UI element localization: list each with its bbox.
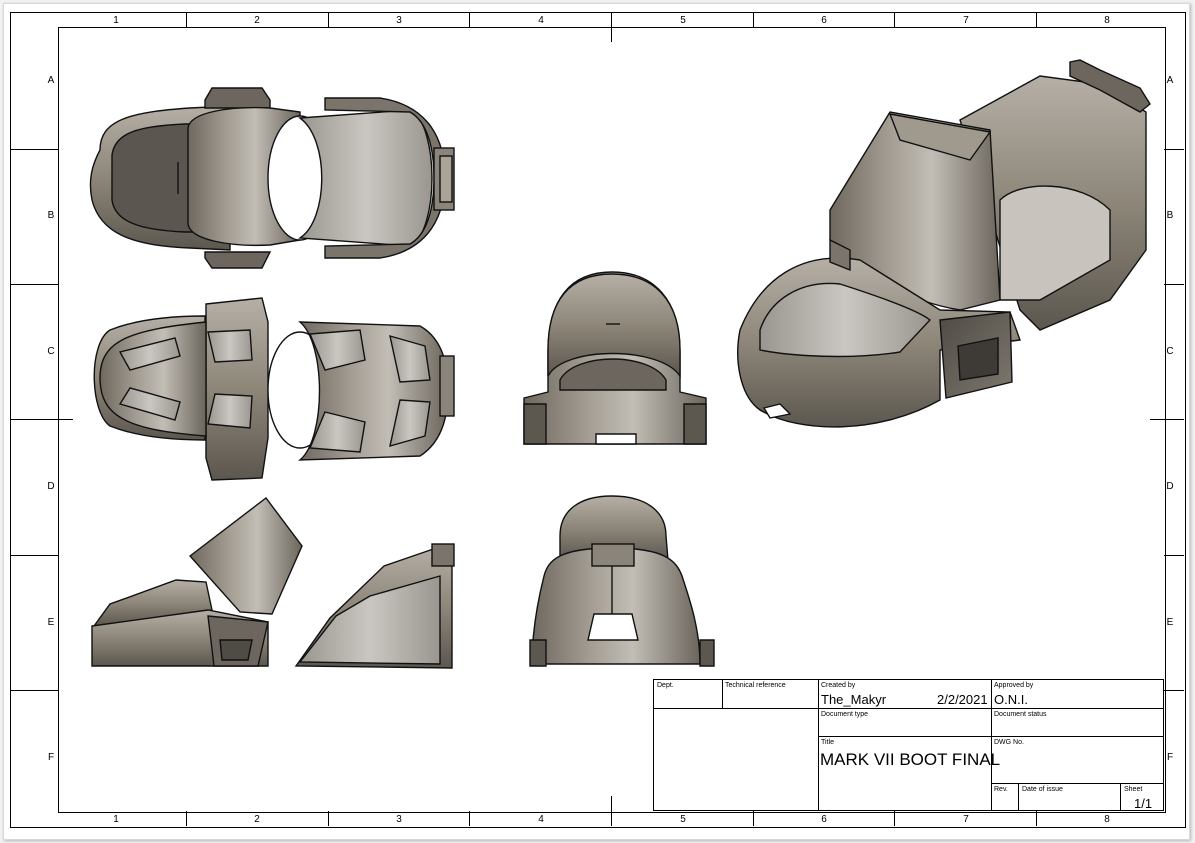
inner-frame bbox=[58, 27, 1166, 813]
dwg-no-label: DWG No. bbox=[994, 739, 1024, 746]
zone-row-e-right: E bbox=[1166, 617, 1174, 628]
zone-col-4-bottom: 4 bbox=[538, 814, 544, 825]
zone-tick bbox=[611, 796, 612, 826]
bottom-view bbox=[93, 297, 455, 481]
zone-row-d-right: D bbox=[1166, 481, 1174, 492]
zone-tick bbox=[186, 12, 187, 27]
zone-tick bbox=[328, 12, 329, 27]
zone-tick bbox=[10, 419, 73, 420]
zone-row-a-right: A bbox=[1166, 75, 1174, 86]
zone-tick bbox=[753, 12, 754, 27]
dept-label: Dept. bbox=[657, 682, 674, 689]
zone-col-7-bottom: 7 bbox=[963, 814, 969, 825]
zone-col-2-bottom: 2 bbox=[254, 814, 260, 825]
zone-row-f-left: F bbox=[47, 752, 55, 763]
zone-col-5-top: 5 bbox=[680, 15, 686, 26]
zone-tick bbox=[10, 555, 58, 556]
zone-col-8-bottom: 8 bbox=[1104, 814, 1110, 825]
rev-label: Rev. bbox=[994, 786, 1008, 793]
zone-col-1-bottom: 1 bbox=[113, 814, 119, 825]
created-by-label: Created by bbox=[821, 682, 856, 689]
zone-tick bbox=[10, 149, 58, 150]
title-block-divider bbox=[818, 680, 819, 811]
zone-col-1-top: 1 bbox=[113, 15, 119, 26]
date-of-issue-label: Date of issue bbox=[1022, 786, 1063, 793]
drawing-title: MARK VII BOOT FINAL bbox=[820, 750, 1001, 769]
zone-col-6-bottom: 6 bbox=[821, 814, 827, 825]
title-block-divider bbox=[1018, 783, 1019, 811]
title-label: Title bbox=[821, 739, 834, 746]
zone-tick bbox=[1164, 690, 1184, 691]
zone-tick bbox=[328, 811, 329, 826]
title-block: Dept. Technical reference Created by The… bbox=[653, 679, 1164, 811]
zone-row-b-right: B bbox=[1166, 210, 1174, 221]
zone-col-3-top: 3 bbox=[396, 15, 402, 26]
zone-tick bbox=[186, 811, 187, 826]
top-view bbox=[89, 87, 455, 269]
back-view bbox=[529, 495, 715, 667]
title-block-divider bbox=[722, 680, 723, 708]
front-view bbox=[523, 271, 707, 445]
outer-frame bbox=[10, 12, 1186, 828]
zone-tick bbox=[10, 690, 58, 691]
title-block-divider bbox=[818, 736, 1164, 737]
zone-tick bbox=[1164, 149, 1184, 150]
zone-tick bbox=[469, 811, 470, 826]
zone-tick bbox=[1150, 419, 1184, 420]
zone-col-5-bottom: 5 bbox=[680, 814, 686, 825]
zone-tick bbox=[894, 811, 895, 826]
document-type-label: Document type bbox=[821, 711, 869, 718]
sheet-value: 1/1 bbox=[1134, 796, 1153, 811]
zone-row-f-right: F bbox=[1166, 752, 1174, 763]
sheet-label: Sheet bbox=[1124, 786, 1143, 793]
zone-row-c-right: C bbox=[1166, 346, 1174, 357]
zone-col-6-top: 6 bbox=[821, 15, 827, 26]
zone-row-c-left: C bbox=[47, 346, 55, 357]
document-status-label: Document status bbox=[994, 711, 1047, 718]
zone-tick bbox=[753, 811, 754, 826]
zone-tick bbox=[611, 12, 612, 42]
zone-col-8-top: 8 bbox=[1104, 15, 1110, 26]
zone-row-b-left: B bbox=[47, 210, 55, 221]
zone-tick bbox=[1164, 284, 1184, 285]
zone-col-2-top: 2 bbox=[254, 15, 260, 26]
zone-tick bbox=[1036, 811, 1037, 826]
approved-by-label: Approved by bbox=[994, 682, 1034, 689]
zone-col-7-top: 7 bbox=[963, 15, 969, 26]
zone-row-a-left: A bbox=[47, 75, 55, 86]
zone-tick bbox=[894, 12, 895, 27]
side-view-exploded bbox=[91, 497, 455, 669]
technical-reference-label: Technical reference bbox=[725, 682, 786, 689]
zone-tick bbox=[1036, 12, 1037, 27]
title-block-divider bbox=[654, 708, 818, 709]
created-date-value: 2/2/2021 bbox=[937, 692, 988, 707]
zone-tick bbox=[1164, 555, 1184, 556]
title-block-divider bbox=[991, 783, 1164, 784]
title-block-divider bbox=[1120, 783, 1121, 811]
zone-tick bbox=[10, 284, 58, 285]
isometric-view bbox=[737, 59, 1151, 428]
zone-col-4-top: 4 bbox=[538, 15, 544, 26]
title-block-divider bbox=[818, 708, 1164, 709]
created-by-value: The_Makyr bbox=[821, 692, 887, 707]
zone-row-d-left: D bbox=[47, 481, 55, 492]
title-block-divider bbox=[991, 680, 992, 811]
zone-tick bbox=[469, 12, 470, 27]
zone-col-3-bottom: 3 bbox=[396, 814, 402, 825]
zone-row-e-left: E bbox=[47, 617, 55, 628]
approved-by-value: O.N.I. bbox=[994, 692, 1028, 707]
